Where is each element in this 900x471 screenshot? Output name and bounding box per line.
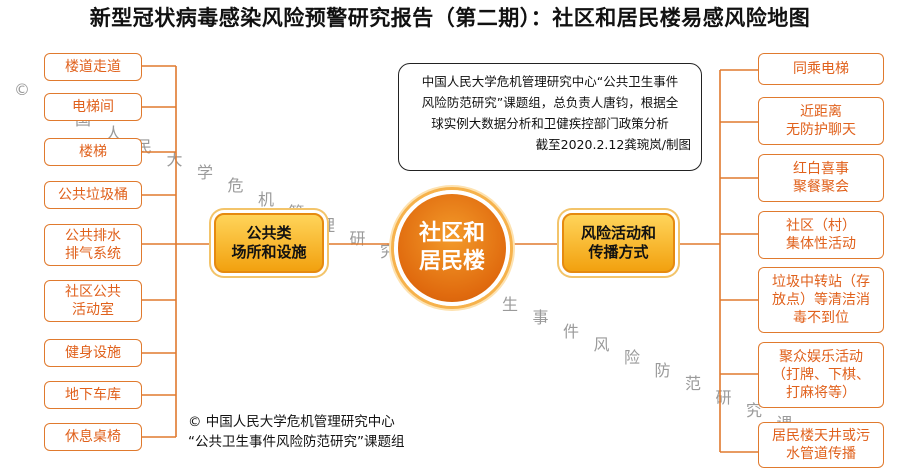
left-item-label: 公共排水	[65, 228, 121, 244]
left-item-label: 电梯间	[72, 99, 114, 115]
right-item-label: 集体性活动	[786, 236, 856, 252]
watermark-char: 人	[105, 123, 122, 143]
left-branch-label: 公共类	[246, 224, 292, 242]
left-item-box: 公共垃圾桶	[44, 181, 142, 209]
center-label: 居民楼	[418, 249, 485, 274]
right-item-label: 毒不到位	[793, 310, 849, 326]
left-item-box: 楼道走道	[44, 53, 142, 81]
left-item-label: 公共垃圾桶	[58, 187, 128, 203]
source-note: 中国人民大学危机管理研究中心“公共卫生事件 风险防范研究”课题组，总负责人唐钧，…	[398, 63, 702, 171]
right-branch-node: 风险活动和 传播方式	[562, 213, 675, 273]
right-item-label: 居民楼天井或污	[772, 428, 870, 444]
right-item-label: 近距离	[800, 104, 842, 120]
right-item-box: 同乘电梯	[758, 53, 884, 85]
left-item-label: 活动室	[72, 302, 114, 318]
right-item-label: 同乘电梯	[793, 61, 849, 77]
left-item-box: 健身设施	[44, 339, 142, 367]
watermark-char: 范	[685, 374, 702, 394]
watermark-char: 防	[654, 361, 671, 381]
copyright-line: “公共卫生事件风险防范研究”课题组	[188, 434, 405, 450]
right-item-label: 打麻将等）	[786, 385, 856, 401]
left-branch-label: 场所和设施	[231, 243, 307, 261]
right-item-label: 红白喜事	[793, 161, 849, 177]
watermark-char: 究	[746, 400, 763, 420]
left-item-box: 楼梯	[44, 138, 142, 166]
source-note-line: 中国人民大学危机管理研究中心“公共卫生事件	[421, 74, 679, 89]
left-item-box: 公共排水排气系统	[44, 224, 142, 266]
source-note-line: 球实例大数据分析和卫健疾控部门政策分析	[431, 116, 669, 131]
right-branch-label: 传播方式	[588, 243, 649, 261]
center-node: 社区和 居民楼	[394, 190, 510, 306]
left-item-label: 社区公共	[65, 284, 121, 300]
right-item-label: 垃圾中转站（存	[772, 274, 870, 290]
left-branch-node: 公共类 场所和设施	[214, 213, 324, 273]
watermark-char: 生	[502, 295, 519, 315]
source-note-line: 风险防范研究”课题组，总负责人唐钧，根据全	[421, 95, 679, 110]
right-item-label: 水管道传播	[786, 446, 856, 462]
right-item-box: 红白喜事聚餐聚会	[758, 154, 884, 202]
center-label: 社区和	[418, 221, 485, 246]
watermark-char: 险	[624, 348, 641, 367]
left-item-label: 楼梯	[79, 144, 107, 160]
left-item-label: 健身设施	[65, 345, 121, 361]
left-item-label: 排气系统	[65, 246, 121, 262]
watermark-char: 究	[380, 242, 397, 262]
right-item-box: 社区（村） 集体性活动	[758, 211, 884, 259]
right-item-box: 聚众娱乐活动 （打牌、下棋、打麻将等）	[758, 342, 884, 408]
watermark-char: 风	[593, 334, 610, 354]
right-item-label: （打牌、下棋、	[772, 367, 870, 383]
left-item-label: 休息桌椅	[65, 429, 121, 445]
copyright-notice: © 中国人民大学危机管理研究中心 “公共卫生事件风险防范研究”课题组	[188, 412, 405, 452]
left-item-label: 楼道走道	[65, 59, 121, 75]
watermark-char: 件	[563, 321, 580, 341]
right-item-box: 居民楼天井或污水管道传播	[758, 422, 884, 468]
right-item-label: 放点）等清洁消	[772, 292, 870, 308]
right-item-box: 近距离无防护聊天	[758, 97, 884, 145]
left-item-box: 休息桌椅	[44, 423, 142, 451]
right-item-label: 社区（村）	[786, 218, 856, 234]
page-title: 新型冠状病毒感染风险预警研究报告（第二期）：社区和居民楼易感风险地图	[89, 6, 811, 30]
right-item-label: 聚众娱乐活动	[779, 349, 863, 365]
left-item-box: 地下车库	[44, 381, 142, 409]
right-branch-label: 风险活动和	[580, 224, 656, 242]
right-item-label: 无防护聊天	[786, 122, 856, 138]
left-item-box: 社区公共活动室	[44, 280, 142, 322]
watermark-char: 危	[227, 176, 244, 196]
left-item-box: 电梯间	[44, 93, 142, 121]
watermark-char: 事	[532, 308, 549, 328]
watermark-char: ©	[14, 80, 30, 99]
watermark-char: 大	[166, 150, 183, 169]
copyright-line: © 中国人民大学危机管理研究中心	[188, 414, 395, 430]
watermark-char: 机	[258, 189, 275, 209]
right-item-box: 垃圾中转站（存放点）等清洁消毒不到位	[758, 267, 884, 333]
source-note-line: 截至2020.2.12龚琬岚/制图	[535, 137, 691, 152]
watermark-char: 学	[197, 163, 214, 183]
right-item-label: 聚餐聚会	[793, 179, 849, 195]
left-item-label: 地下车库	[65, 387, 121, 403]
